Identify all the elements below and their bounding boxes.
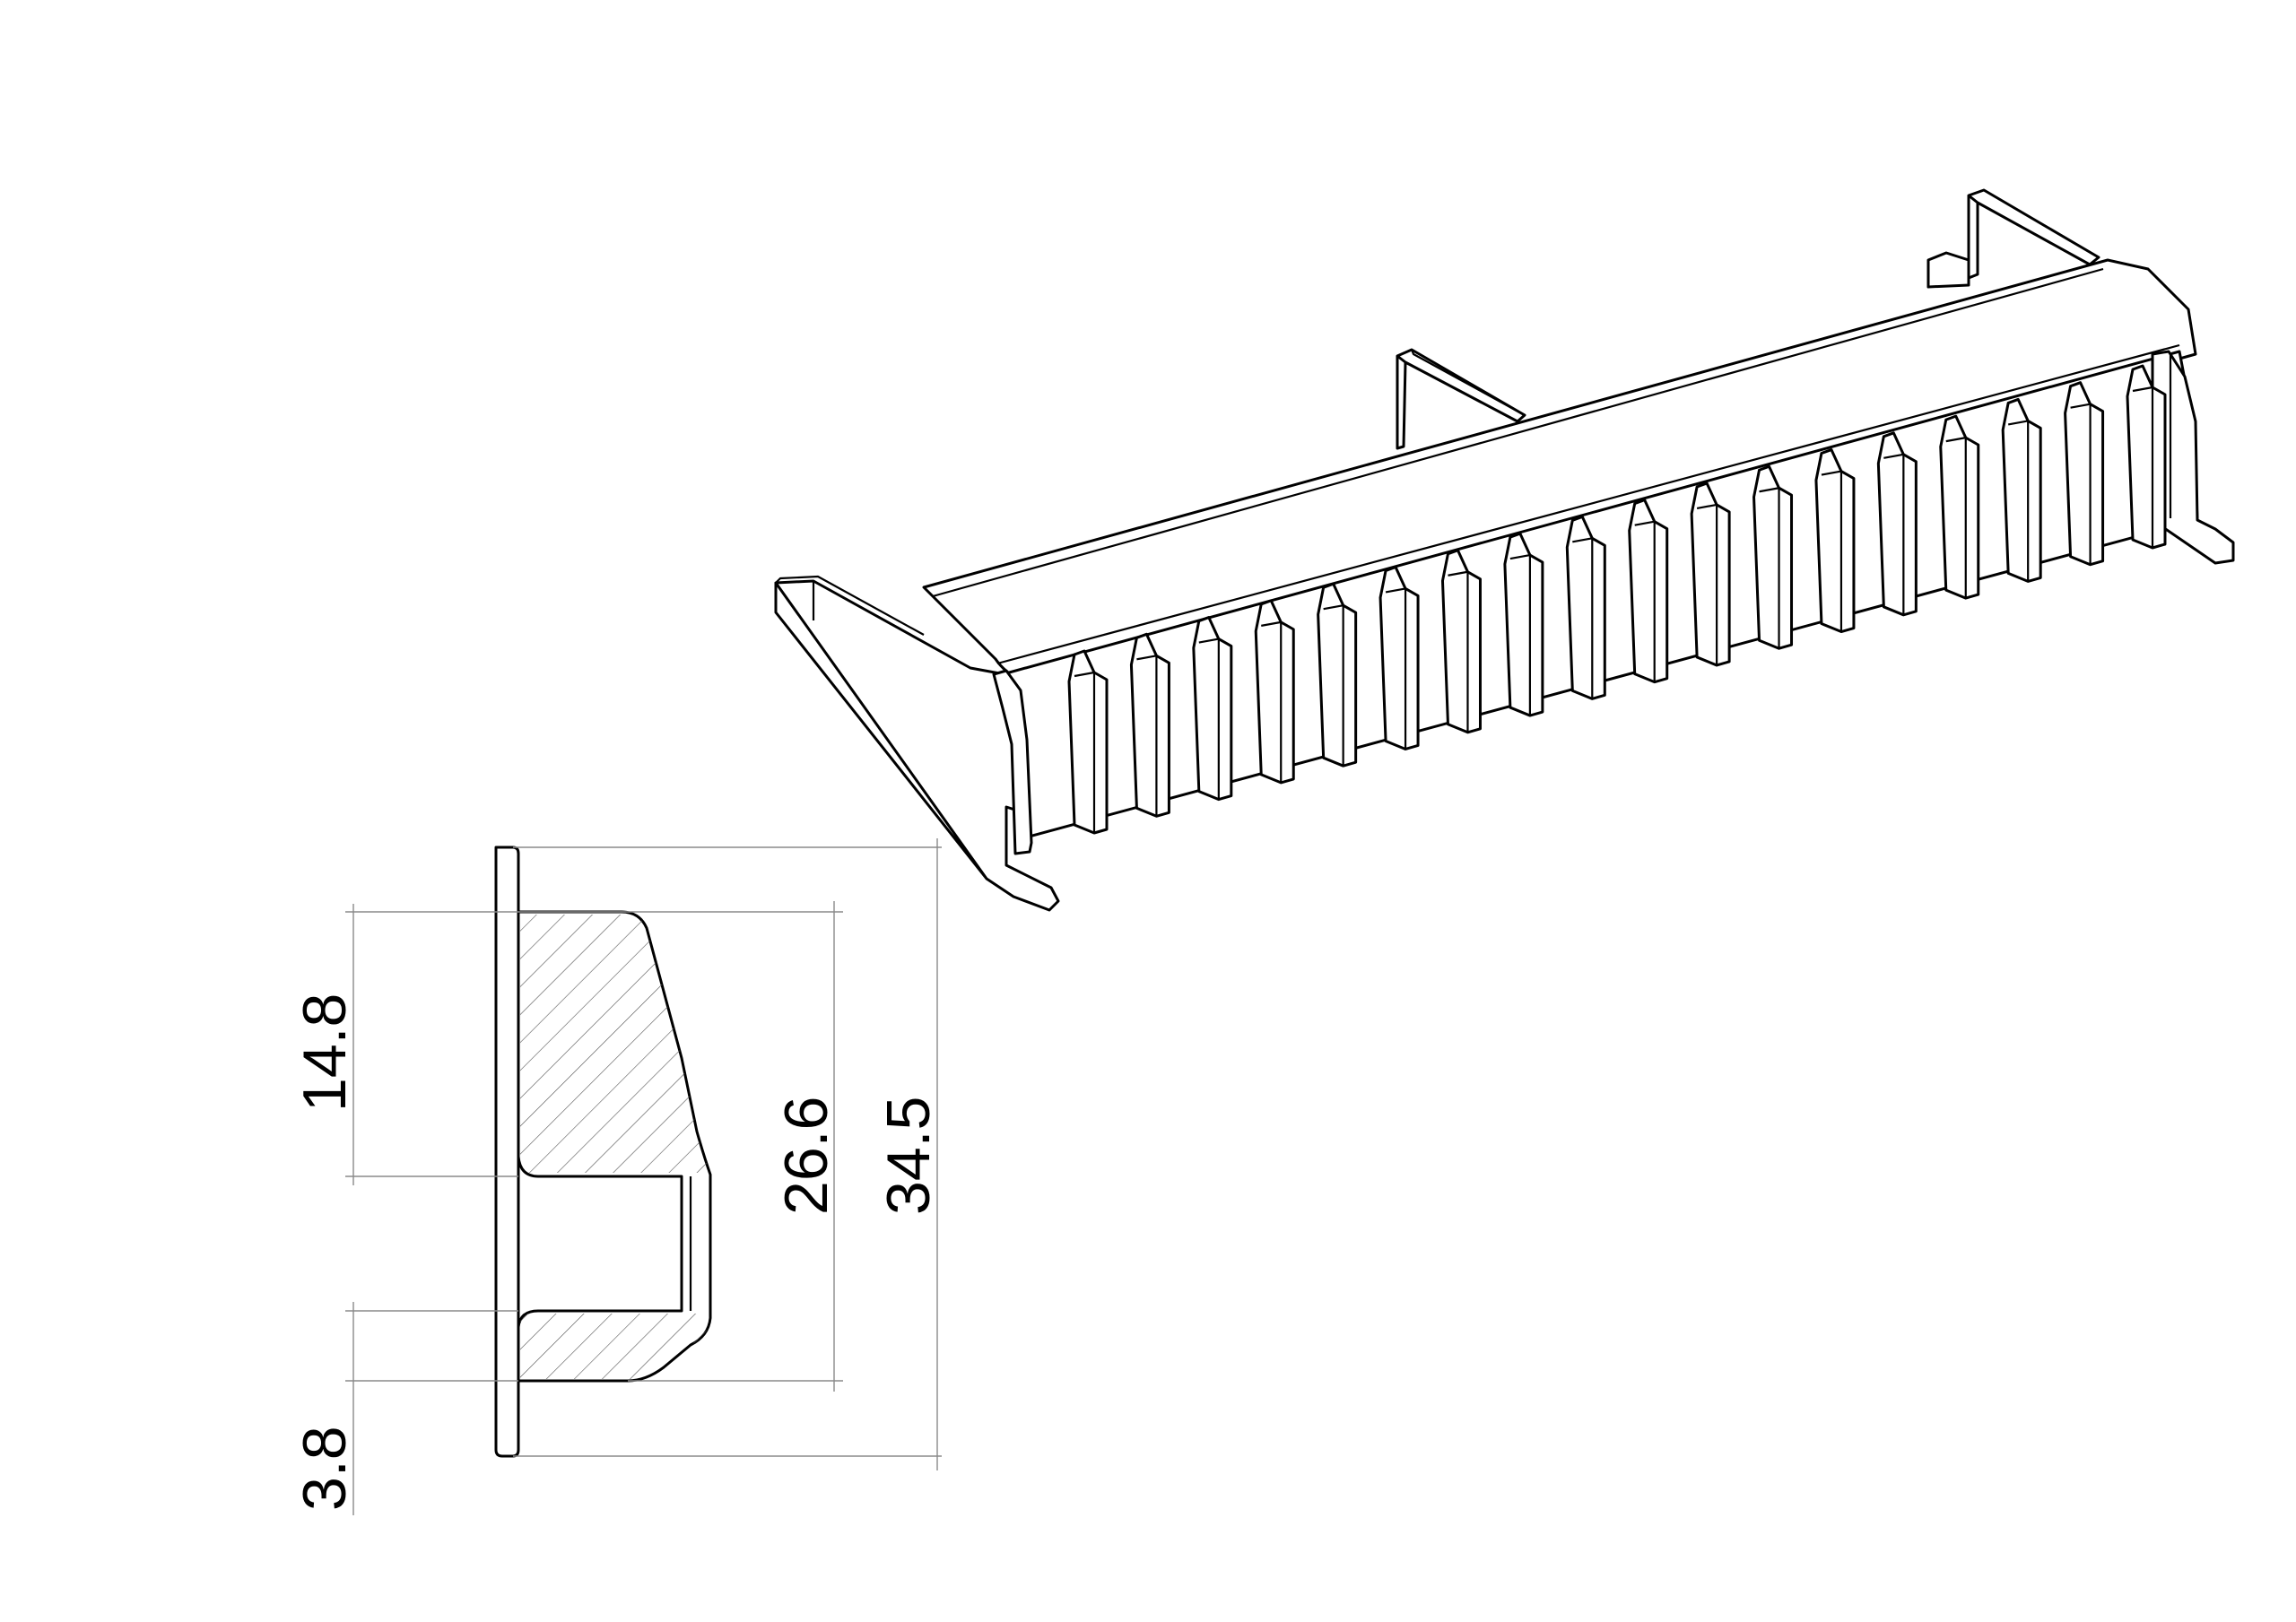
rib <box>1317 582 1358 768</box>
rib-edge <box>1198 638 1220 800</box>
rib-edge <box>1696 503 1718 665</box>
rib-edge <box>1385 587 1407 750</box>
dim-total-height: 34.5 <box>874 1097 943 1215</box>
dim-inner-height: 26.6 <box>772 1097 840 1215</box>
section-flange <box>494 846 520 1458</box>
rib <box>2064 381 2105 567</box>
rib-edge <box>1883 453 1905 615</box>
left-end-cap <box>992 669 1033 855</box>
rib <box>1254 599 1295 785</box>
rib <box>1876 431 1918 617</box>
rib <box>1067 649 1109 835</box>
rib <box>1440 549 1482 734</box>
dim-upper-height: 14.8 <box>291 993 359 1112</box>
left-end-wing <box>774 579 1060 912</box>
dim-lower-lip: 3.8 <box>291 1426 359 1511</box>
rib-edge <box>1448 570 1469 733</box>
rib-edge <box>1572 537 1594 699</box>
rib <box>1192 616 1233 802</box>
rib <box>1690 481 1731 667</box>
rib-edge <box>2132 386 2154 548</box>
rib-edge <box>1759 487 1780 649</box>
cross-section-view: 14.8 3.8 26.6 34.5 <box>291 838 943 1515</box>
rib-edge <box>2070 403 2092 565</box>
right-end-cap <box>2151 350 2235 565</box>
right-end-fin <box>1967 188 2100 280</box>
ribs-group <box>1067 364 2167 835</box>
rib-edge <box>2007 420 2030 582</box>
middle-divider-fin <box>1396 348 1526 450</box>
rib <box>1378 565 1420 750</box>
rib-edge <box>1821 470 1843 632</box>
rib <box>1129 632 1170 818</box>
rib-edge <box>1323 604 1344 767</box>
rib-edge <box>1509 553 1531 716</box>
isometric-view <box>774 188 2235 912</box>
rib <box>1503 532 1544 717</box>
rib <box>1628 499 1669 684</box>
dimension-lines <box>345 838 942 1515</box>
rib <box>1939 414 1980 600</box>
rib <box>1565 515 1606 700</box>
rib-edge <box>1136 655 1158 817</box>
rib <box>2126 364 2167 550</box>
rib <box>1752 464 1794 650</box>
rib-edge <box>1074 671 1096 833</box>
rib-edge <box>1945 437 1967 599</box>
rib-edge <box>1261 620 1283 783</box>
rib-edge <box>1634 520 1656 682</box>
rib <box>2001 397 2042 583</box>
rib <box>1814 448 1856 634</box>
